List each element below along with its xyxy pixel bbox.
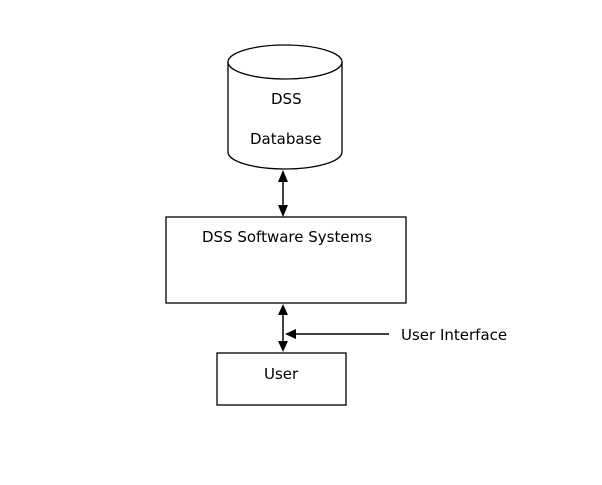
- arrowhead-down-icon: [278, 205, 288, 217]
- arrowhead-left-icon: [285, 329, 296, 339]
- database-label-line2: Database: [250, 130, 322, 148]
- user-box: [216, 352, 347, 406]
- interface-label: User Interface: [401, 326, 508, 344]
- database-label-line1: DSS: [271, 90, 302, 108]
- software-label: DSS Software Systems: [202, 228, 373, 246]
- arrowhead-up-icon: [278, 304, 288, 315]
- arrowhead-down-icon: [278, 341, 288, 352]
- user-label: User: [264, 365, 299, 383]
- arrowhead-up-icon: [278, 170, 288, 182]
- database-cylinder: [227, 44, 343, 170]
- software-box: [165, 216, 407, 304]
